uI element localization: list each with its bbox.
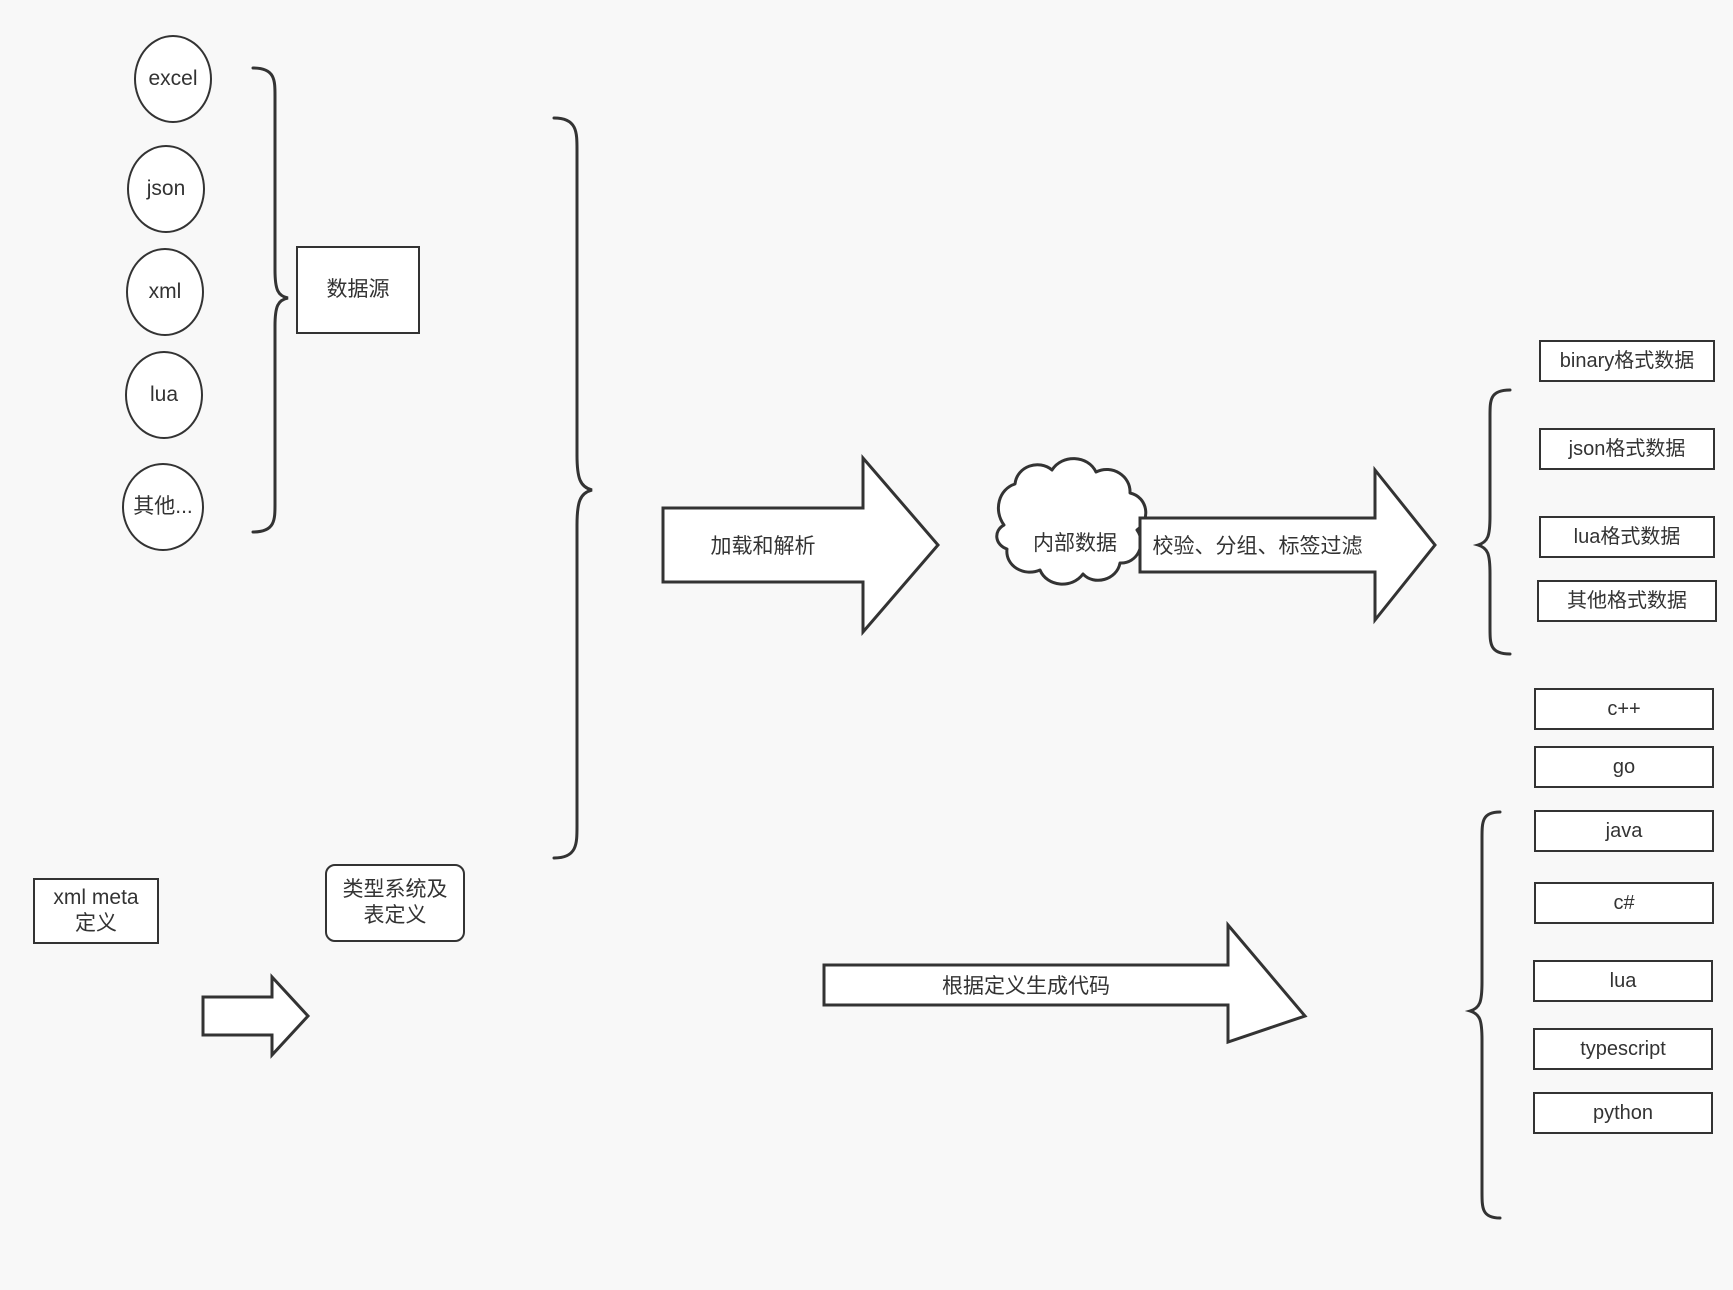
output-language-lua[interactable]: lua	[1533, 960, 1713, 1002]
output-format-binary[interactable]: binary格式数据	[1539, 340, 1715, 382]
output-format-lua[interactable]: lua格式数据	[1539, 516, 1715, 558]
inputs-brace	[552, 116, 593, 860]
load-parse-arrow	[661, 453, 940, 637]
data-source-box[interactable]: 数据源	[296, 246, 420, 334]
codegen-label: 根据定义生成代码	[942, 975, 1110, 998]
output-language-java[interactable]: java	[1534, 810, 1714, 852]
internal-data-label: 内部数据	[1033, 532, 1117, 555]
output-language-python[interactable]: python	[1533, 1092, 1713, 1134]
filter-label: 校验、分组、标签过滤	[1152, 535, 1363, 558]
data-formats-brace	[1472, 388, 1512, 656]
source-node-excel[interactable]: excel	[134, 35, 212, 123]
compile-arrow	[201, 973, 311, 1059]
filter-arrow	[1138, 465, 1437, 625]
load-parse-label: 加载和解析	[710, 535, 816, 558]
xml-meta-definition-box[interactable]: xml meta定义	[33, 878, 159, 944]
source-node-json[interactable]: json	[127, 145, 205, 233]
source-node-lua[interactable]: lua	[125, 351, 203, 439]
source-node-other[interactable]: 其他...	[122, 463, 204, 551]
output-format-other[interactable]: 其他格式数据	[1537, 580, 1717, 622]
internal-data-cloud	[995, 457, 1148, 586]
languages-brace	[1464, 810, 1502, 1220]
compile-label: 编译	[236, 1006, 278, 1029]
source-node-xml[interactable]: xml	[126, 248, 204, 336]
output-language-go[interactable]: go	[1534, 746, 1714, 788]
type-system-box[interactable]: 类型系统及表定义	[325, 864, 465, 942]
output-format-json[interactable]: json格式数据	[1539, 428, 1715, 470]
output-language-typescript[interactable]: typescript	[1533, 1028, 1713, 1070]
output-language-cpp[interactable]: c++	[1534, 688, 1714, 730]
output-language-csharp[interactable]: c#	[1534, 882, 1714, 924]
codegen-arrow	[822, 920, 1308, 1045]
sources-brace	[251, 66, 289, 534]
